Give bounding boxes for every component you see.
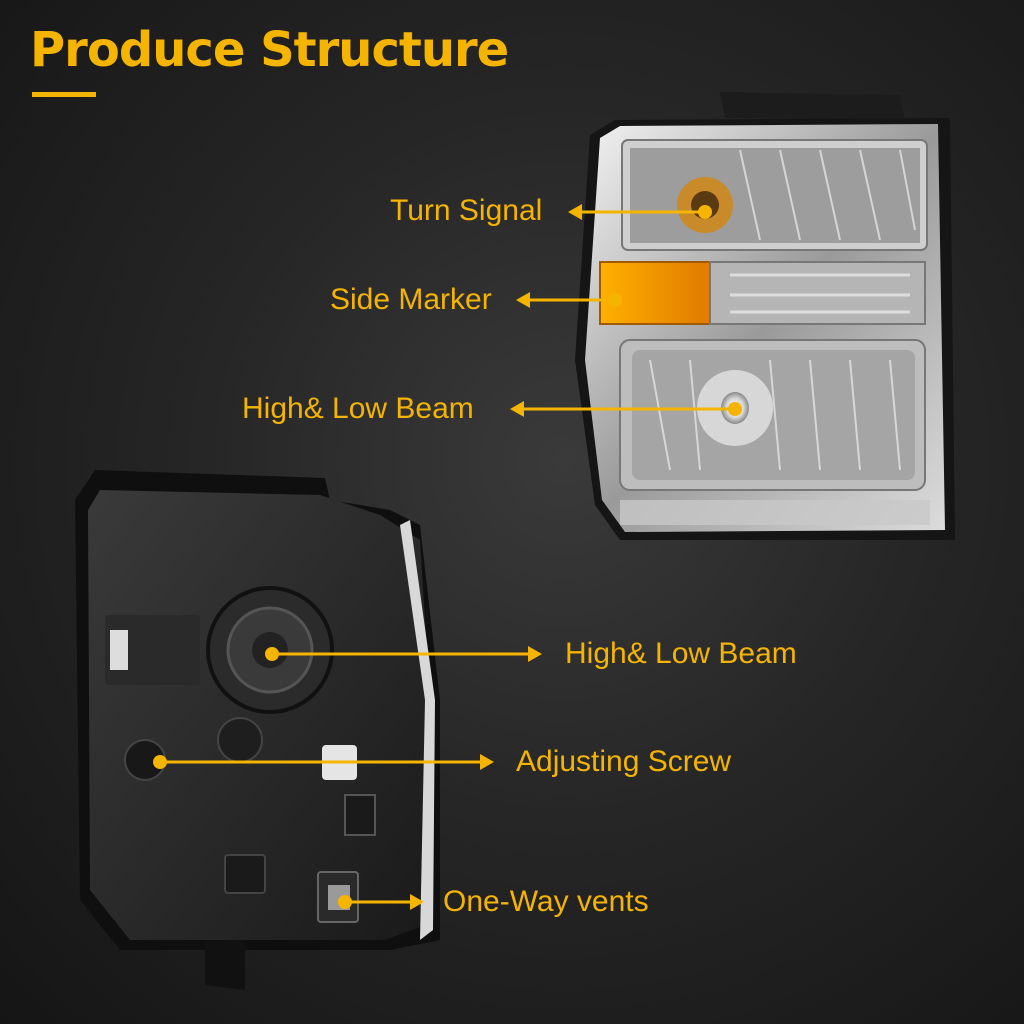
label-rear-high-low-beam: High& Low Beam [565,637,797,670]
title-underline [32,92,96,97]
label-turn-signal: Turn Signal [390,194,543,227]
callout-turn-signal [568,204,712,220]
callout-front-beam [510,401,742,417]
front-headlight-image [575,92,955,540]
callout-adjusting-screw [153,754,494,770]
rear-headlight-image [75,470,440,990]
label-one-way-vents: One-Way vents [443,885,649,918]
callout-rear-beam [265,646,542,662]
page-title: Produce Structure [30,22,509,78]
callout-one-way-vents [338,894,424,910]
label-front-high-low-beam: High& Low Beam [242,392,474,425]
label-adjusting-screw: Adjusting Screw [516,745,732,778]
label-side-marker: Side Marker [330,283,492,316]
callout-side-marker [516,292,622,308]
